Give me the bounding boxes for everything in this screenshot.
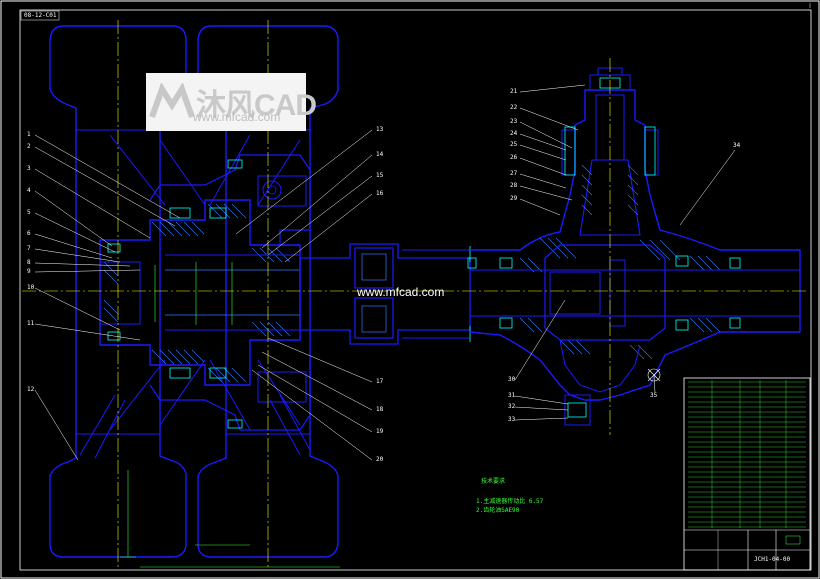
callout-33: 33	[508, 416, 516, 423]
callout-34: 34	[733, 142, 741, 149]
callout-15: 15	[376, 172, 384, 179]
callout-31: 31	[508, 392, 516, 399]
callout-3: 3	[27, 165, 31, 172]
callout-25: 25	[510, 141, 518, 148]
notes-line-1: 1.主减速器传动比 6.57	[476, 498, 544, 505]
notes-line-2: 2.齿轮油SAE90	[476, 507, 520, 514]
callout-1: 1	[27, 131, 31, 138]
callout-18: 18	[376, 406, 384, 413]
leader-lines	[34, 84, 736, 461]
callout-30: 30	[508, 376, 516, 383]
drawing-number-label: 08-12-C01	[24, 12, 57, 19]
watermark-brand: 沐风CAD	[196, 89, 317, 122]
notes-heading: 技术要求	[481, 478, 506, 485]
drawing-frame	[19, 9, 812, 571]
callout-20: 20	[376, 456, 384, 463]
callout-8: 8	[27, 259, 31, 266]
callout-26: 26	[510, 154, 518, 161]
watermark-box	[146, 73, 306, 131]
callout-13: 13	[376, 126, 384, 133]
callout-21: 21	[510, 88, 518, 95]
axle-housing-tube	[299, 243, 471, 345]
callout-16: 16	[376, 190, 384, 197]
callout-6: 6	[27, 230, 31, 237]
callout-24: 24	[510, 130, 518, 137]
callout-23: 23	[510, 118, 518, 125]
callout-11: 11	[27, 320, 35, 327]
watermark-url: www.mfcad.com	[193, 110, 281, 124]
callout-27: 27	[510, 170, 518, 177]
center-watermark-url: www.mfcad.com	[357, 285, 445, 299]
title-block-drawing-code: JCH1-04-00	[754, 556, 791, 563]
callout-2: 2	[27, 143, 31, 150]
callout-19: 19	[376, 428, 384, 435]
mfcad-logo-icon	[149, 83, 195, 119]
callout-32: 32	[508, 403, 516, 410]
parts-list-table	[683, 377, 811, 571]
callout-5: 5	[27, 209, 31, 216]
callout-12: 12	[27, 386, 35, 393]
callout-14: 14	[376, 151, 384, 158]
callout-29: 29	[510, 195, 518, 202]
callout-9: 9	[27, 268, 31, 275]
callout-17: 17	[376, 378, 384, 385]
final-drive-differential	[467, 67, 801, 426]
callout-35: 35	[650, 392, 658, 399]
callout-4: 4	[27, 187, 31, 194]
callout-7: 7	[27, 245, 31, 252]
callout-28: 28	[510, 182, 518, 189]
callout-22: 22	[510, 104, 518, 111]
callout-10: 10	[27, 284, 35, 291]
